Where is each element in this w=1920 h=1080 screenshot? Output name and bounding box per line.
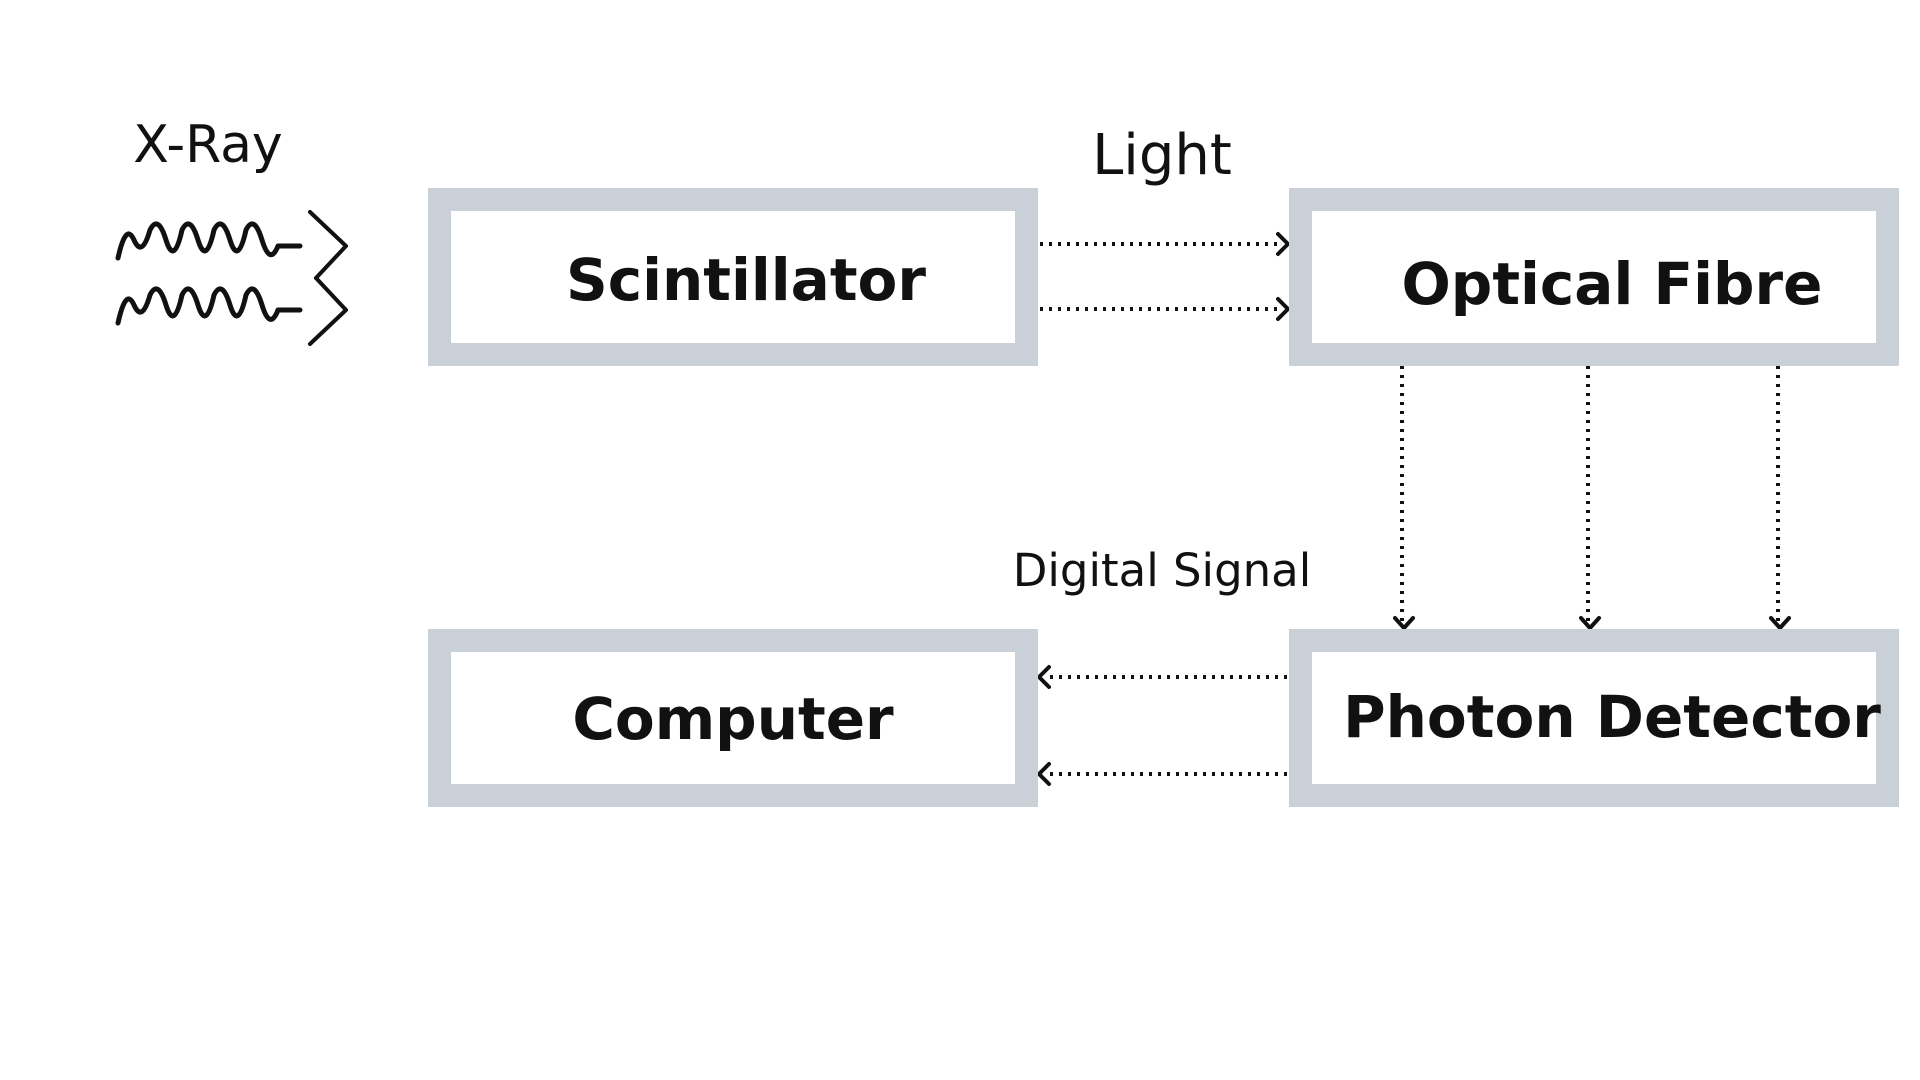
xray-wave-icon: [115, 286, 303, 326]
optical-fibre-label: Optical Fibre: [1402, 250, 1823, 318]
computer-box: Computer: [428, 629, 1038, 807]
fibre-to-detector-arrows: [1393, 366, 1791, 630]
photon-detector-box: Photon Detector: [1289, 629, 1899, 807]
scintillator-label: Scintillator: [566, 246, 926, 314]
digital-signal-arrows: [1037, 665, 1287, 786]
light-label: Light: [1092, 123, 1232, 188]
xray-label: X-Ray: [133, 115, 282, 175]
xray-wave-arrows: [115, 210, 348, 346]
scintillator-box: Scintillator: [428, 188, 1038, 366]
digital-signal-label: Digital Signal: [1013, 544, 1311, 597]
photon-detector-label: Photon Detector: [1343, 683, 1881, 751]
xray-arrowhead-icon: [308, 210, 348, 280]
computer-label: Computer: [572, 685, 894, 753]
light-arrows: [1040, 232, 1290, 321]
optical-fibre-box: Optical Fibre: [1289, 188, 1899, 366]
xray-arrowhead-icon: [308, 276, 348, 346]
xray-wave-icon: [115, 221, 303, 261]
